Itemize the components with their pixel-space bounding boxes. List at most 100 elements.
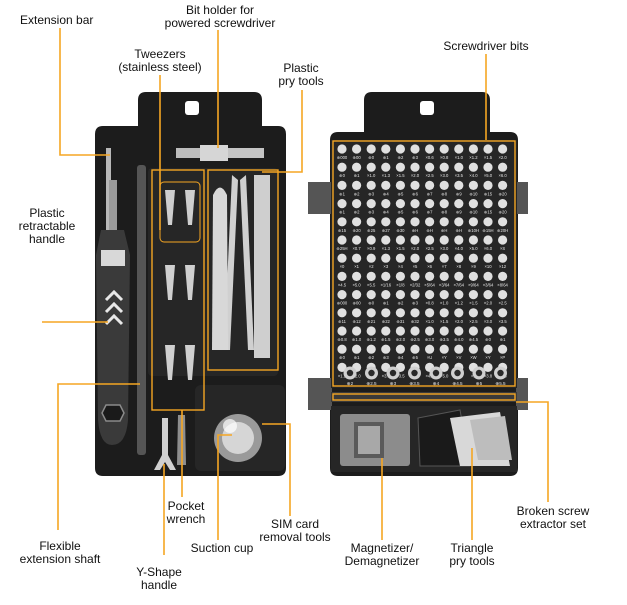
- right-case: ⊕000⊕00⊕0⊕1⊕2⊕3×0.6×0.8×1.0×1.2×1.5×2.0⊕…: [308, 92, 528, 476]
- bit-label: ×2.0: [411, 246, 420, 251]
- bit-label: ⊕3.5: [440, 337, 450, 342]
- bit-head: [483, 362, 493, 372]
- label-pocket-wrench: Pocket wrench: [156, 500, 216, 526]
- bit-head: [395, 308, 405, 318]
- screwdriver-bit: ×2: [366, 253, 376, 269]
- bit-label: ⊕0: [368, 301, 375, 306]
- bit-label: ×3: [383, 264, 388, 269]
- bit-head: [381, 199, 391, 209]
- bit-head: [366, 253, 376, 263]
- bit-label: ⊕12: [353, 319, 362, 324]
- bit-label: ⊕0: [368, 155, 375, 160]
- bit-label: ×3.0: [440, 246, 449, 251]
- bit-label: ×U: [427, 355, 432, 360]
- label-extension-bar: Extension bar: [20, 13, 94, 27]
- bit-head: [468, 199, 478, 209]
- screwdriver-bit: ⊕00: [352, 290, 361, 306]
- screwdriver-bit: ×Y: [439, 344, 449, 360]
- bit-label: ×3.5: [498, 319, 507, 324]
- label-plastic-pry-line2: pry tools: [278, 74, 324, 88]
- bit-label: ⊕3: [368, 210, 375, 215]
- screwdriver-bit: ⊕20: [352, 217, 361, 233]
- socket-hole: [389, 369, 397, 377]
- bit-label: ×0.7: [352, 246, 361, 251]
- screwdriver-bit: ⊕H: [454, 217, 464, 233]
- bit-head: [352, 180, 362, 190]
- callout-extension-bar: [59, 28, 110, 156]
- bit-head: [468, 271, 478, 281]
- screwdriver-bit: ⊕00: [352, 144, 361, 160]
- bit-head: [352, 308, 362, 318]
- screwdriver-bit: ⊕H: [439, 217, 449, 233]
- bit-head: [366, 271, 376, 281]
- screwdriver-bit: ⊕3: [366, 180, 376, 196]
- bit-head: [366, 308, 376, 318]
- bit-label: ⊕2: [354, 191, 361, 196]
- bit-head: [454, 308, 464, 318]
- bit-head: [366, 344, 376, 354]
- callout-flex-shaft: [57, 383, 140, 530]
- screwdriver-bit: ×8/64: [497, 271, 509, 287]
- latch-bottom: [308, 378, 332, 410]
- screwdriver-bit: ⊕27: [381, 217, 391, 233]
- bit-label: ×2.5: [469, 319, 478, 324]
- bit-label: ⊕00: [353, 301, 362, 306]
- screwdriver-bit: ⊕15: [337, 217, 347, 233]
- socket-label: ⊕5: [476, 381, 483, 386]
- bit-label: ⊕4.5: [469, 337, 479, 342]
- bit-head: [395, 180, 405, 190]
- callout-boxes: [151, 140, 516, 411]
- bit-head: [366, 290, 376, 300]
- screwdriver-bit: ×5.0: [439, 362, 449, 378]
- right-case-hang-hole: [420, 101, 434, 115]
- screwdriver-bit: ×1.5: [468, 290, 478, 306]
- bit-label: ×1.0: [455, 155, 464, 160]
- screwdriver-bit: ⊕1: [381, 144, 391, 160]
- bit-label: ⊕10H: [468, 228, 479, 233]
- bit-label: ⊕25H: [336, 246, 347, 251]
- screwdriver-bit: ×5.0: [352, 271, 361, 287]
- bit-label: ⊕15: [338, 228, 347, 233]
- screwdriver-bit: ⊕8: [439, 199, 449, 215]
- bit-head: [381, 308, 391, 318]
- screwdriver-bit: ×2/32: [410, 271, 421, 287]
- bit-head: [395, 217, 405, 227]
- bit-head: [410, 253, 420, 263]
- callout-box-pry: [207, 169, 279, 371]
- bit-head: [439, 217, 449, 227]
- bit-head: [498, 344, 508, 354]
- screwdriver-bit: ×4: [395, 253, 405, 269]
- screwdriver-bit: ⊕3: [381, 344, 391, 360]
- bit-label: ×1/16: [380, 282, 391, 287]
- bit-label: ⊕25: [367, 228, 376, 233]
- screwdriver-bit: ×1.0: [425, 308, 434, 324]
- screwdriver-bit: ⊕3.5: [440, 326, 450, 342]
- socket-label: ⊕3.5: [409, 381, 420, 386]
- screwdriver-bit: ×5.5: [366, 271, 376, 287]
- label-sim-card-line2: removal tools: [259, 530, 331, 544]
- bit-head: [395, 271, 405, 281]
- bit-head: [483, 199, 493, 209]
- bit-label: ⊕H: [456, 228, 463, 233]
- bit-label: ⊕32: [411, 319, 420, 324]
- bit-label: ×P: [500, 355, 505, 360]
- bit-label: ×9/64: [468, 282, 479, 287]
- screwdriver-bit: ×0.6: [425, 144, 434, 160]
- bit-head: [337, 162, 347, 172]
- bit-label: ×Y: [442, 355, 447, 360]
- bit-label: ×8: [456, 264, 461, 269]
- screwdriver-bit: ⊕20H: [497, 217, 508, 233]
- screwdriver-bit: ⊕0: [337, 344, 347, 360]
- bit-head: [381, 271, 391, 281]
- bit-head: [468, 180, 478, 190]
- bit-head: [337, 308, 347, 318]
- screwdriver-bit: ×P: [498, 344, 508, 360]
- bit-head: [454, 199, 464, 209]
- screwdriver-bit: ×1/8: [395, 271, 405, 287]
- bit-head: [468, 308, 478, 318]
- callout-lines: [42, 28, 549, 555]
- screwdriver-bit: ⊕2: [352, 199, 362, 215]
- screwdriver-bit: ⊕0: [337, 162, 347, 178]
- bit-label: ×2: [369, 264, 374, 269]
- screwdriver-bit: ⊕0: [366, 290, 376, 306]
